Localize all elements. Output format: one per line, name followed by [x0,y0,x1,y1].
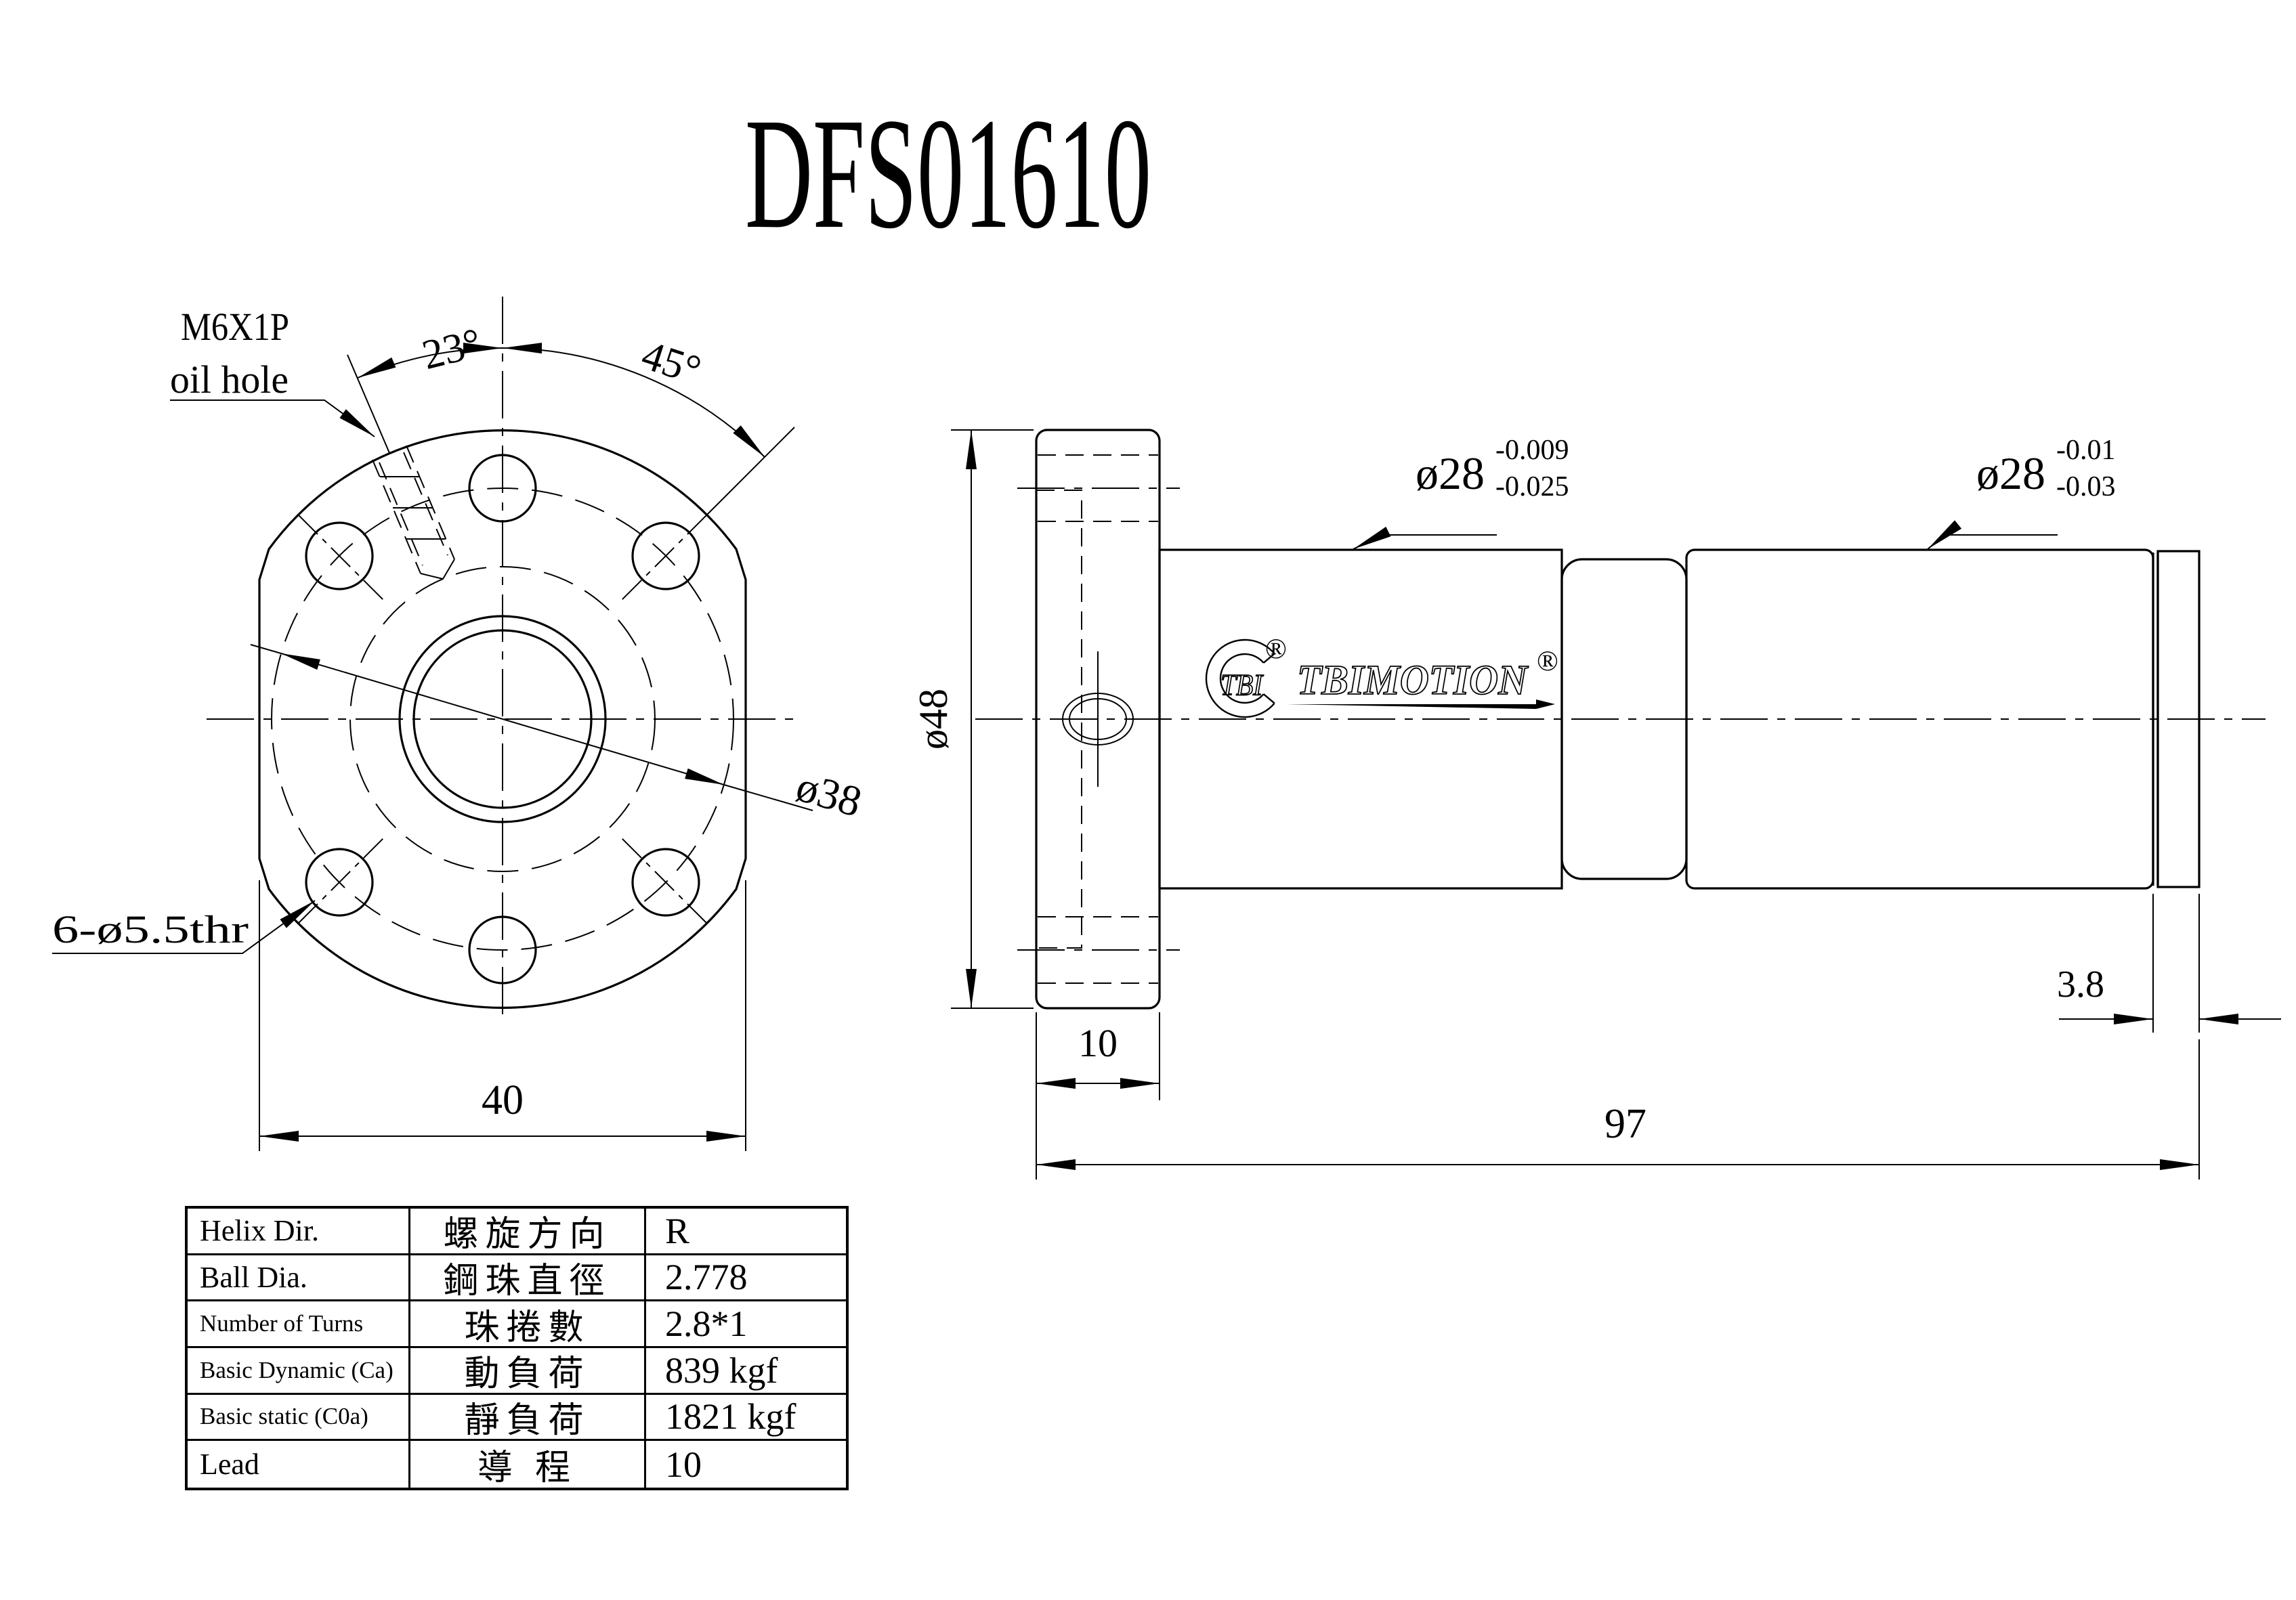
oil-hole-feature [372,445,455,580]
spec-row-balldia-en: Ball Dia. [188,1255,410,1302]
oil-hole-label-line1: M6X1P [181,305,289,349]
dia-28-right-tol-lower: -0.03 [2056,471,2116,502]
flange-width-dimension: 10 [1036,1012,1160,1100]
bolt-holes-label: 6-ø5.5thr [52,907,249,951]
angle-23-label: 23° [418,320,486,379]
tbi-logo: TBI ® TBIMOTION ® [1205,634,1558,718]
flange-outline [258,429,747,1009]
spec-row-helix-zh: 螺旋方向 [410,1209,646,1255]
dia-28-right-label: ø28 [1976,448,2045,499]
spec-row-balldia-value: 2.778 [646,1255,846,1302]
tbi-registered-icon: ® [1265,634,1287,665]
end-groove-dimension: 3.8 [2057,894,2281,1033]
bolt-holes-callout: 6-ø5.5thr [52,900,316,954]
oil-hole-label-line2: oil hole [170,358,289,402]
dia-28-left-tol-upper: -0.009 [1495,435,1569,466]
bcd-label: ø38 [791,762,867,826]
tbi-logo-text: TBI [1220,668,1264,701]
page-title: DFS01610 [745,85,1151,261]
oil-hole-callout: M6X1P oil hole [170,305,375,437]
spec-row-static-zh: 靜負荷 [410,1394,646,1442]
spec-row-dynamic-zh: 動負荷 [410,1347,646,1395]
front-view: 23° 45° M6X1P oil hole ø38 6-ø5.5thr 40 [52,297,867,1151]
spec-row-turns-en: Number of Turns [188,1301,410,1348]
spec-row-balldia-zh: 鋼珠直徑 [410,1255,646,1302]
spec-row-static-value: 1821 kgf [646,1395,846,1442]
dia-28-left-label: ø28 [1416,448,1485,499]
overall-length-label: 97 [1604,1101,1646,1147]
dia-48-label: ø48 [911,689,956,750]
spec-row-dynamic-value: 839 kgf [646,1348,846,1395]
dia-48-dimension: ø48 [911,429,1034,1009]
width-40-dimension: 40 [259,880,746,1151]
flange-width-label: 10 [1078,1021,1118,1065]
tbimotion-wordmark: TBIMOTION [1297,657,1529,704]
spec-row-helix-en: Helix Dir. [188,1209,410,1255]
dia-28-left-callout: ø28 -0.009 -0.025 [1353,435,1569,550]
spec-row-static-en: Basic static (C0a) [188,1394,410,1442]
angle-dimensions: 23° 45° [347,320,795,515]
spec-row-dynamic-en: Basic Dynamic (Ca) [188,1347,410,1395]
end-groove-label: 3.8 [2057,964,2104,1006]
dia-28-right-callout: ø28 -0.01 -0.03 [1927,435,2116,550]
spec-row-helix-value: R [646,1209,846,1255]
spec-row-lead-value: 10 [665,1444,702,1485]
bcd-dimension: ø38 [250,644,867,826]
dia-28-right-tol-upper: -0.01 [2056,435,2116,466]
spec-row-turns-zh: 珠捲數 [410,1301,646,1348]
tbimotion-registered-icon: ® [1537,646,1558,677]
spec-table: Helix Dir. 螺旋方向 R Ball Dia. 鋼珠直徑 2.778 N… [185,1206,849,1490]
angle-45-label: 45° [636,332,706,393]
spec-row-lead-en: Lead [188,1441,410,1488]
dia-28-left-tol-lower: -0.025 [1495,471,1569,502]
tbi-logo-swoosh [1205,639,1275,718]
side-view: TBI ® TBIMOTION ® ø48 ø28 -0.009 -0.025 … [911,429,2281,1180]
spec-row-lead-zh: 導 程 [410,1441,646,1488]
overall-length-dimension: 97 [1036,1012,2200,1180]
width-40-label: 40 [482,1077,524,1123]
spec-row-turns-value: 2.8*1 [646,1301,846,1348]
